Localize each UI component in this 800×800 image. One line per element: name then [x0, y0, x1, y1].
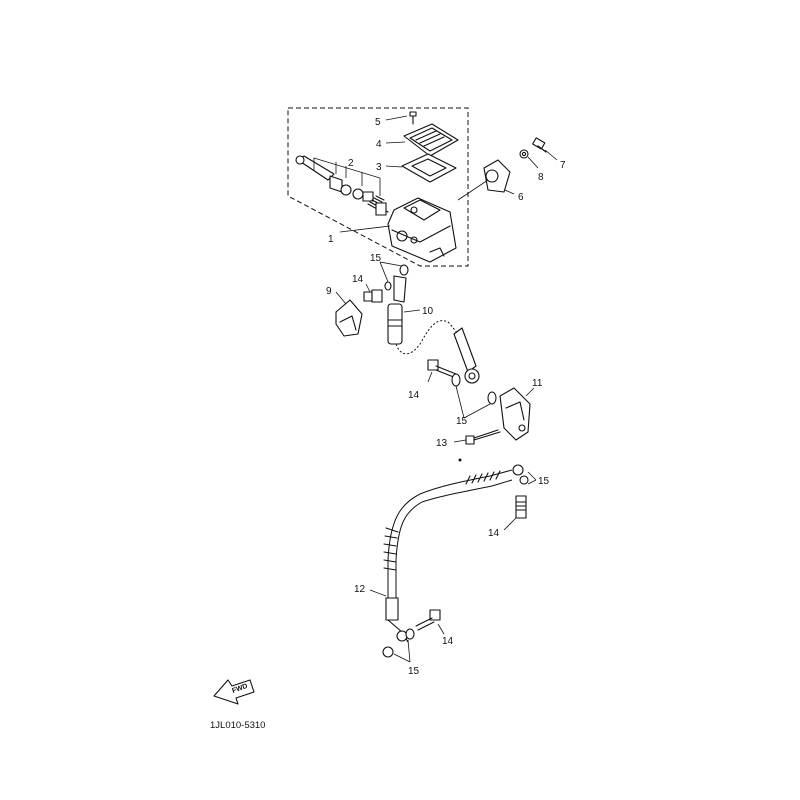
cap-part-9 [335, 291, 363, 337]
callout-15-lower: 15 [538, 476, 550, 487]
callout-14-upper: 14 [352, 274, 364, 285]
callout-12: 12 [354, 584, 366, 595]
washers-upper-part-15 [379, 261, 409, 291]
hose-joint-part-11 [499, 387, 535, 441]
callout-11: 11 [532, 378, 543, 389]
callout-14-lower: 14 [488, 528, 500, 539]
assembly-boundary [287, 107, 469, 267]
callout-3: 3 [376, 162, 382, 173]
union-bolt-lower-joint-part-14 [503, 495, 527, 531]
bolt-part-13 [453, 429, 501, 445]
washers-mid-part-15 [451, 373, 497, 419]
screw-part-5 [385, 111, 417, 125]
callout-2: 2 [348, 158, 354, 169]
reservoir-cap-part-4 [385, 123, 459, 157]
bolt-part-7 [532, 137, 558, 161]
callout-5: 5 [375, 117, 381, 128]
forward-arrow-icon: FWD [213, 679, 255, 705]
callout-14-bottom: 14 [442, 636, 454, 647]
lever-boot-part-6 [457, 159, 515, 201]
brake-hose-part-12 [369, 469, 513, 658]
callout-9: 9 [326, 286, 332, 297]
brake-hose-part-10 [387, 275, 480, 384]
callout-13: 13 [436, 438, 448, 449]
stray-mark [458, 458, 462, 462]
washers-lower-joint-part-15 [512, 464, 537, 485]
union-bolt-mid-part-14 [427, 359, 457, 383]
callout-10: 10 [422, 306, 434, 317]
callout-15-mid: 15 [456, 416, 468, 427]
nut-part-8 [519, 149, 539, 169]
callout-8: 8 [538, 172, 544, 183]
callout-7: 7 [560, 160, 566, 171]
diaphragm-part-3 [385, 153, 457, 183]
callout-6: 6 [518, 192, 524, 203]
callout-15-bottom: 15 [408, 666, 420, 677]
washers-bottom-part-15 [393, 628, 415, 663]
union-bolt-upper-part-14 [363, 283, 383, 303]
callout-15-upper: 15 [370, 253, 382, 264]
callout-14-mid: 14 [408, 390, 420, 401]
callout-4: 4 [376, 139, 382, 150]
piston-kit-part-2 [295, 155, 389, 216]
master-cylinder-body-part-1 [339, 197, 457, 263]
drawing-code: 1JL010-5310 [210, 720, 265, 731]
callout-1: 1 [328, 234, 334, 245]
union-bolt-bottom-part-14 [415, 609, 445, 635]
